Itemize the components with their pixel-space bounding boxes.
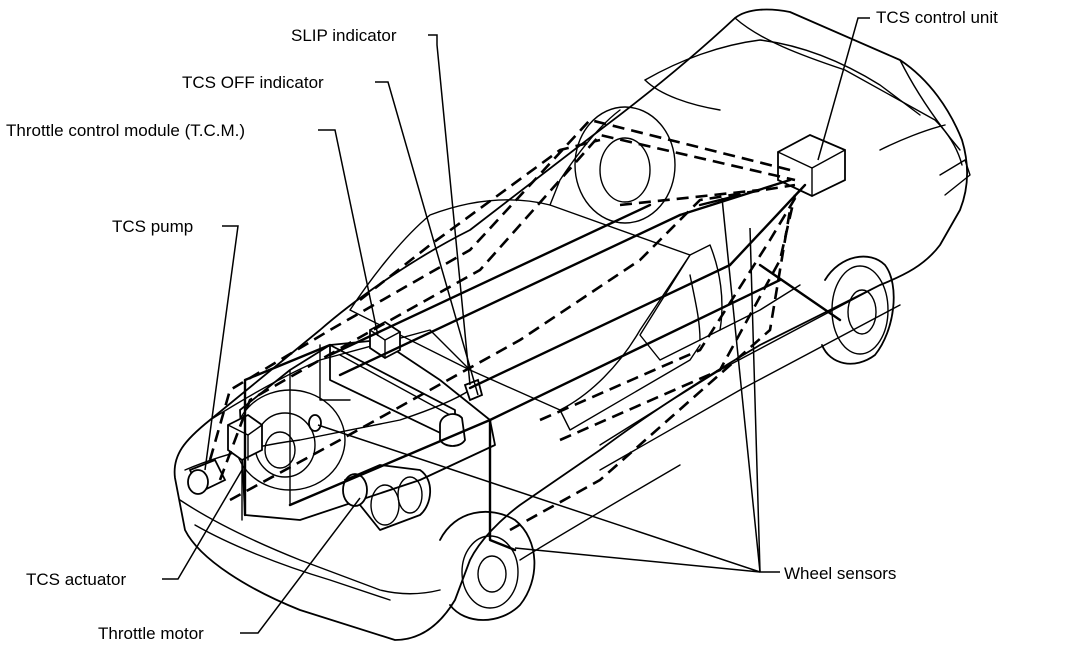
wiring-harness-dashed (208, 118, 802, 532)
label-tcs-off-indicator: TCS OFF indicator (182, 73, 324, 92)
label-wheel-sensors: Wheel sensors (784, 564, 896, 583)
label-tcs-control-unit: TCS control unit (876, 8, 998, 27)
label-tcs-pump: TCS pump (112, 217, 193, 236)
label-throttle-control-module: Throttle control module (T.C.M.) (6, 121, 245, 140)
wiring-harness-solid (243, 178, 842, 552)
rear-left-wheel (574, 106, 676, 224)
component-labels: TCS control unit SLIP indicator TCS OFF … (6, 8, 998, 643)
label-throttle-motor: Throttle motor (98, 624, 204, 643)
car-body (173, 8, 971, 641)
leader-lines (162, 17, 870, 634)
label-tcs-actuator: TCS actuator (26, 570, 126, 589)
label-slip-indicator: SLIP indicator (291, 26, 397, 45)
rear-right-wheel (821, 255, 895, 365)
front-right-wheel (439, 511, 536, 621)
tcs-pump-shape (187, 458, 227, 495)
